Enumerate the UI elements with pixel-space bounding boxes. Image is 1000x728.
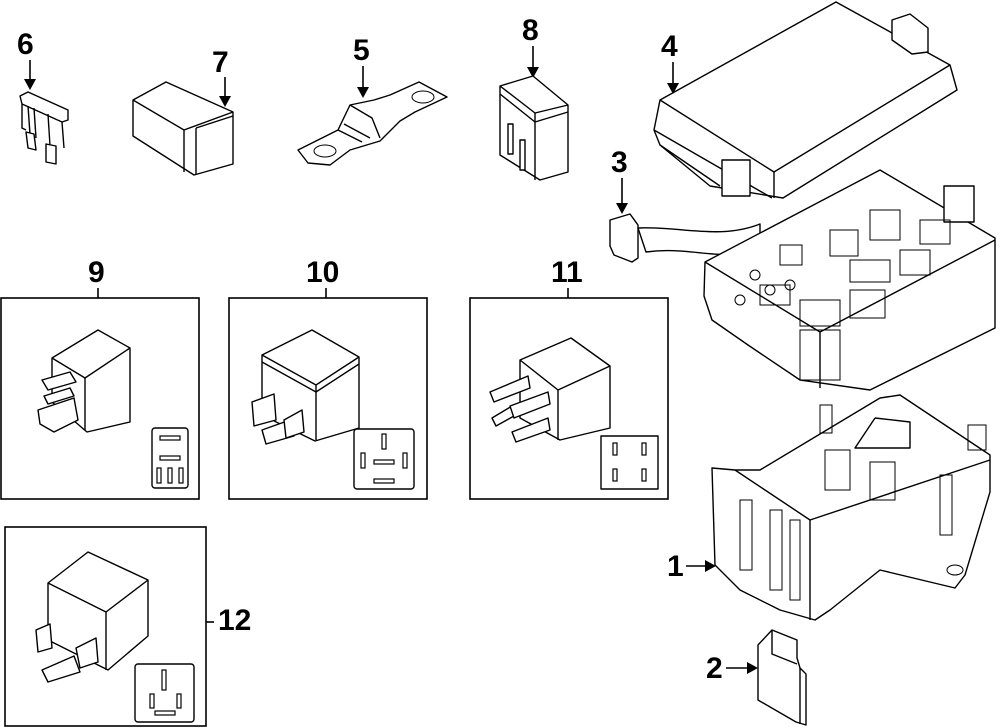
arrow-4-icon	[667, 83, 679, 94]
arrow-8-icon	[527, 67, 539, 78]
part-12-relay[interactable]: 12	[4, 526, 251, 727]
part-4-fuse-box-cover[interactable]: 4	[653, 1, 958, 199]
callout-2: 2	[706, 652, 723, 685]
callout-6: 6	[17, 28, 34, 61]
relay-9-frame	[0, 297, 200, 500]
relay-12-pinout	[134, 663, 195, 723]
part-9-relay[interactable]: 9	[0, 256, 200, 500]
callout-7: 7	[212, 46, 229, 79]
arrow-7-icon	[219, 96, 231, 107]
part-2-bracket-clip[interactable]: 2	[706, 629, 807, 726]
part-5-mega-fuse[interactable]: 5	[297, 34, 448, 166]
part-10-relay[interactable]: 10	[228, 256, 428, 500]
part-6-blade-fuse[interactable]: 6	[17, 28, 69, 165]
callout-3: 3	[611, 146, 628, 179]
callout-5: 5	[353, 34, 370, 67]
callout-9: 9	[88, 256, 105, 289]
part-7-cartridge-fuse[interactable]: 7	[132, 46, 234, 176]
callout-11: 11	[551, 256, 583, 289]
relay-11-pinout	[600, 435, 659, 490]
callout-4: 4	[661, 30, 678, 63]
callout-1: 1	[667, 550, 684, 583]
relay-11-frame	[469, 297, 669, 500]
callout-12: 12	[218, 604, 251, 637]
callout-10: 10	[306, 256, 339, 289]
arrow-1-icon	[705, 560, 716, 572]
part-3-fuse-box-assembly[interactable]: 3	[609, 146, 996, 391]
part-11-relay[interactable]: 11	[469, 256, 669, 500]
relay-10-pinout	[353, 428, 415, 490]
arrow-3-icon	[616, 203, 628, 214]
relay-12-frame	[4, 526, 207, 727]
arrow-5-icon	[357, 87, 369, 98]
relay-10-frame	[228, 297, 428, 500]
callout-8: 8	[522, 14, 539, 47]
part-1-lower-housing[interactable]: 1	[667, 394, 991, 621]
arrow-2-icon	[747, 662, 758, 674]
relay-9-pinout	[151, 427, 189, 489]
part-8-mini-relay[interactable]: 8	[499, 14, 569, 181]
arrow-6-icon	[24, 79, 36, 90]
